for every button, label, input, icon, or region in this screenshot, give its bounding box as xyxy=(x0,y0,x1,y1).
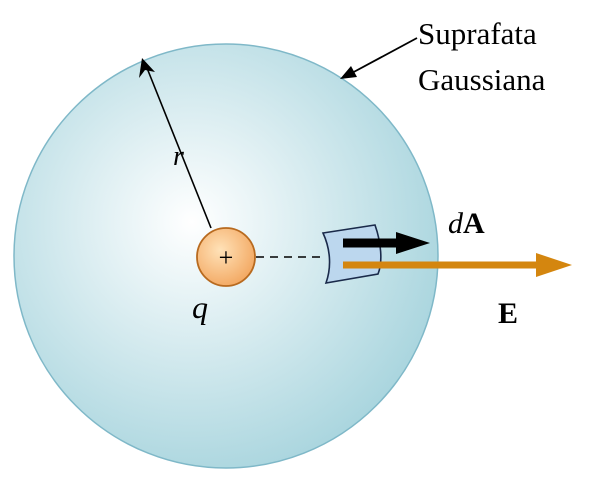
surface-callout-line xyxy=(349,37,418,75)
positive-charge-icon xyxy=(196,227,256,287)
field-vector-arrowhead xyxy=(536,253,572,277)
surface-label-line2: Gaussiana xyxy=(418,62,546,97)
surface-callout-arrowhead xyxy=(340,66,357,79)
radius-label: r xyxy=(173,141,184,172)
area-patch-icon xyxy=(321,224,382,285)
charge-sign: + xyxy=(219,243,234,272)
area-vector-label: dA xyxy=(448,207,485,240)
area-vector-arrowhead xyxy=(396,232,430,254)
field-label: E xyxy=(498,297,518,330)
charge-label: q xyxy=(192,289,208,325)
surface-label-line1: Suprafata xyxy=(418,16,537,51)
radius-line xyxy=(144,62,212,229)
radius-arrowhead xyxy=(139,58,155,78)
